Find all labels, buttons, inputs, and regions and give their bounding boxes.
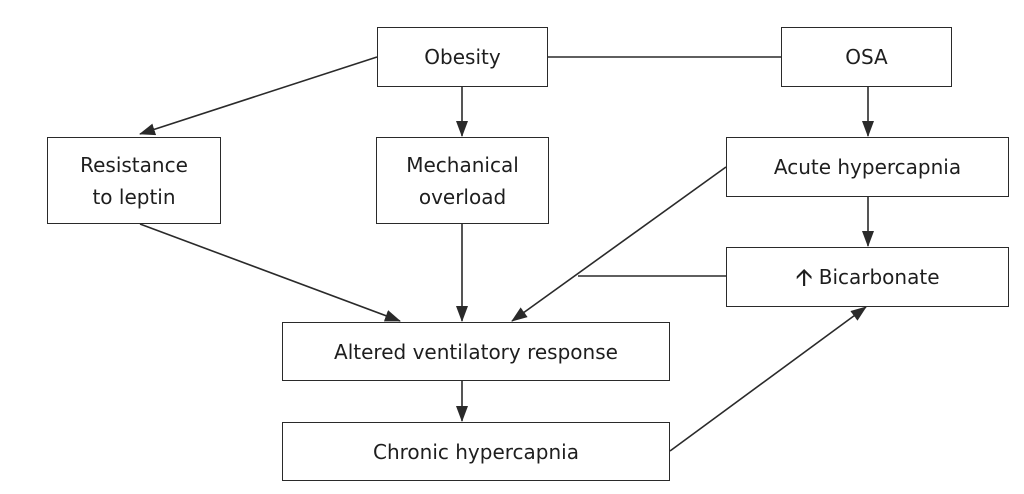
node-acute-label: Acute hypercapnia xyxy=(773,155,962,179)
node-bicarbonate-label: Bicarbonate xyxy=(818,265,940,289)
node-mechanical-overload: Mechanical overload xyxy=(376,137,549,224)
node-chronic-label: Chronic hypercapnia xyxy=(373,439,579,464)
node-mechanical-label: Mechanical overload xyxy=(406,152,519,209)
node-obesity-label: Obesity xyxy=(424,45,501,69)
up-arrow-icon: 🡩 xyxy=(795,263,813,291)
node-altered-ventilatory-response: Altered ventilatory response xyxy=(282,322,670,381)
node-osa: OSA xyxy=(781,27,952,87)
edge-chronic-bicarbonate xyxy=(669,306,867,452)
node-chronic-hypercapnia: Chronic hypercapnia xyxy=(282,422,670,481)
node-obesity: Obesity xyxy=(377,27,548,87)
node-osa-label: OSA xyxy=(845,45,888,69)
edge-obesity-leptin xyxy=(139,56,378,136)
node-altered-label: Altered ventilatory response xyxy=(334,339,618,364)
node-resistance-to-leptin: Resistance to leptin xyxy=(47,137,221,224)
node-acute-hypercapnia: Acute hypercapnia xyxy=(726,137,1009,197)
node-leptin-label: Resistance to leptin xyxy=(80,152,188,209)
edge-acute-altered xyxy=(511,166,727,322)
node-bicarbonate: 🡩 Bicarbonate xyxy=(726,247,1009,307)
edge-leptin-altered xyxy=(139,223,401,322)
